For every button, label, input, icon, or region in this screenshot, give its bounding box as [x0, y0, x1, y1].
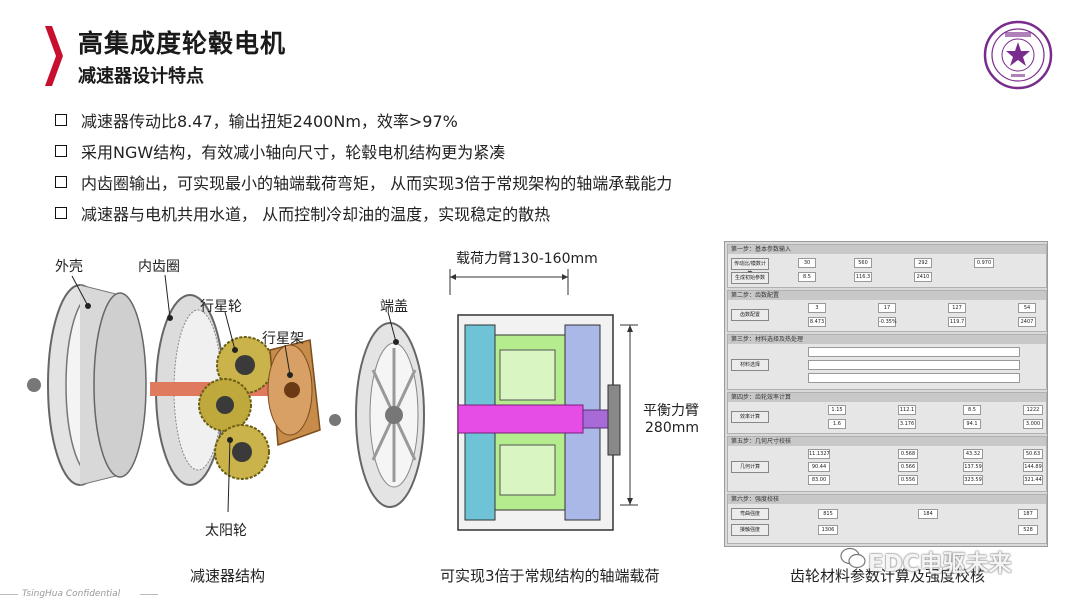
bullet-list: 减速器传动比8.47，输出扭矩2400Nm，效率>97% 采用NGW结构，有效减… — [55, 104, 672, 228]
title-chevron-icon — [45, 26, 63, 86]
figure2-caption: 可实现3倍于常规结构的轴端载荷 — [440, 567, 660, 585]
hub-motor-cross-section — [449, 269, 638, 531]
footer-rule-left — [0, 594, 18, 595]
university-seal-icon — [983, 20, 1053, 90]
gear-calculation-software-screenshot: 第一步：基本参数输入 传动比/模数计算 生成初始参数 30 560 292 0.… — [724, 241, 1048, 547]
label-end-cover: 端盖 — [380, 299, 408, 315]
section-material: 第三步：材料选择及热处理 材料选择 — [727, 334, 1047, 390]
section-teeth-config: 第二步：齿数配置 齿数配置 3 17 127 54 8.473 -0.35% 1… — [727, 290, 1047, 332]
square-bullet-icon — [55, 206, 67, 219]
square-bullet-icon — [55, 113, 67, 126]
reducer-exploded-view — [27, 274, 425, 513]
footer-rule-right — [140, 594, 158, 595]
bullet-item: 内齿圈输出，可实现最小的轴端载荷弯矩， 从而实现3倍于常规架构的轴端承载能力 — [55, 166, 672, 197]
label-ring-gear: 内齿圈 — [138, 259, 180, 275]
section-basic-params: 第一步：基本参数输入 传动比/模数计算 生成初始参数 30 560 292 0.… — [727, 244, 1047, 288]
section-strength: 第六步：强度校核 弯曲强度 接触强度 815 184 187 1306 528 — [727, 494, 1047, 544]
page-title: 高集成度轮毂电机 — [78, 29, 287, 58]
figure1-caption: 减速器结构 — [190, 567, 266, 585]
page-subtitle: 减速器设计特点 — [78, 66, 204, 87]
label-shell: 外壳 — [55, 259, 83, 275]
bullet-item: 采用NGW结构，有效减小轴向尺寸，轮毂电机结构更为紧凑 — [55, 135, 672, 166]
balance-arm-label: 平衡力臂 — [643, 403, 699, 419]
bullet-item: 减速器传动比8.47，输出扭矩2400Nm，效率>97% — [55, 104, 672, 135]
wechat-icon — [840, 547, 866, 569]
label-planet-gear: 行星轮 — [200, 299, 242, 315]
section-geometry: 第五步：几何尺寸校核 几何计算 11.1327 0.568 43.32 50.6… — [727, 436, 1047, 492]
balance-arm-value: 280mm — [645, 420, 699, 436]
label-carrier: 行星架 — [262, 331, 304, 347]
watermark-text: EDC电驱未来 — [868, 551, 1012, 577]
figure3-caption: 齿轮材料参数计算及强度校核 — [790, 567, 986, 585]
bullet-item: 减速器与电机共用水道， 从而控制冷却油的温度，实现稳定的散热 — [55, 197, 672, 228]
footer-text: TsingHua Confidential — [22, 589, 121, 599]
load-arm-label: 载荷力臂130-160mm — [456, 251, 598, 267]
square-bullet-icon — [55, 175, 67, 188]
label-sun-gear: 太阳轮 — [205, 523, 247, 539]
section-efficiency: 第四步：齿轮效率计算 效率计算 1.15 112.1 8.5 1222 1.6 … — [727, 392, 1047, 434]
square-bullet-icon — [55, 144, 67, 157]
